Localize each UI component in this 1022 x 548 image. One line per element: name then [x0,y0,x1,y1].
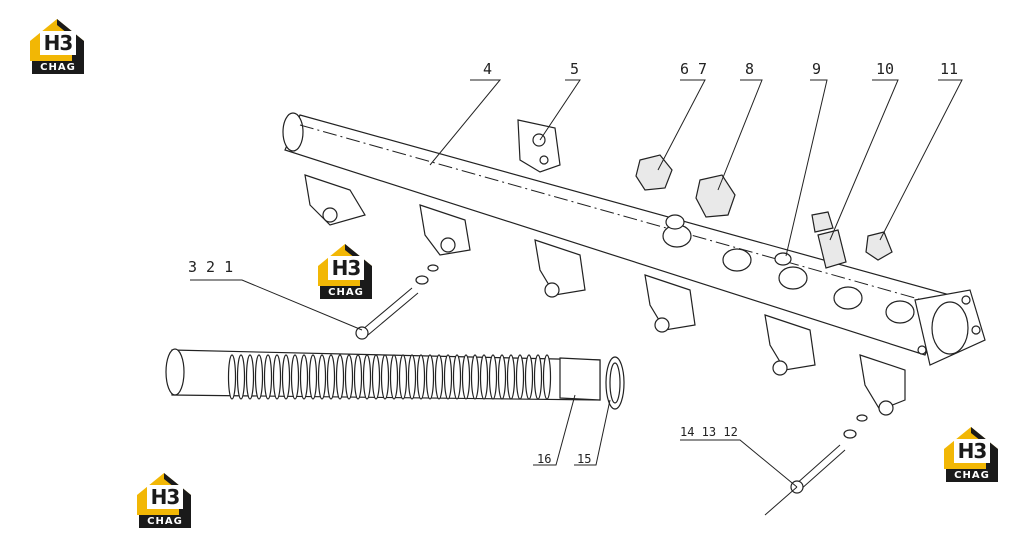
logo-mark: H3 [328,256,364,280]
hose-rib [227,354,237,400]
bolt-assembly-left [355,264,439,340]
manifold-pipe [282,112,986,416]
hose-rib [317,354,327,400]
corrugated-hose [165,348,601,401]
logo-bottom-left: H3 CHAG [133,471,195,529]
hose-rib [461,354,471,400]
hose-rib [326,354,336,400]
logo-mark: H3 [40,31,76,55]
logo-brand: CHAG [320,286,372,299]
logo-top-left: H3 CHAG [26,17,88,75]
hose-rib [362,354,372,400]
hose-rib [443,354,453,400]
logo-center: H3 CHAG [314,242,376,300]
callout-3-2-1: 3 2 1 [188,258,233,276]
bolt-assembly-right [790,414,868,494]
hose-rib [308,354,318,400]
callout-6-7: 6 7 [680,60,707,78]
hose-rib [470,354,480,400]
hose-rib [533,354,543,400]
callout-16: 16 [537,452,551,466]
leader-lines [190,79,963,516]
hose-rib [497,354,507,400]
hose-rib [371,354,381,400]
hose-rib [254,354,264,400]
hose-rib [515,354,525,400]
hose-rib [452,354,462,400]
hose-rib [416,354,426,400]
plug-parts [635,154,893,269]
callout-11: 11 [940,60,958,78]
hose-rib [524,354,534,400]
hose-rib [434,354,444,400]
hose-rib [425,354,435,400]
hose-rib [236,354,246,400]
logo-mark: H3 [954,439,990,463]
hose-rib [389,354,399,400]
hose-rib [380,354,390,400]
hose-rib [542,354,552,400]
hose-clamp [605,356,625,410]
logo-right: H3 CHAG [940,425,1002,483]
callout-9: 9 [812,60,821,78]
hose-rib [263,354,273,400]
callout-4: 4 [483,60,492,78]
hose-rib [488,354,498,400]
hose-rib [299,354,309,400]
hose-rib [353,354,363,400]
logo-brand: CHAG [139,515,191,528]
hose-rib [506,354,516,400]
callout-15: 15 [577,452,591,466]
callout-10: 10 [876,60,894,78]
hose-rib [272,354,282,400]
hose-rib [407,354,417,400]
hose-rib [344,354,354,400]
logo-brand: CHAG [32,61,84,74]
hose-rib [335,354,345,400]
hose-rib [245,354,255,400]
hose-rib [290,354,300,400]
callout-14-13-12: 14 13 12 [680,425,738,439]
logo-mark: H3 [147,485,183,509]
hose-rib [479,354,489,400]
callout-5: 5 [570,60,579,78]
logo-brand: CHAG [946,469,998,482]
hose-rib [398,354,408,400]
callout-8: 8 [745,60,754,78]
hose-rib [281,354,291,400]
